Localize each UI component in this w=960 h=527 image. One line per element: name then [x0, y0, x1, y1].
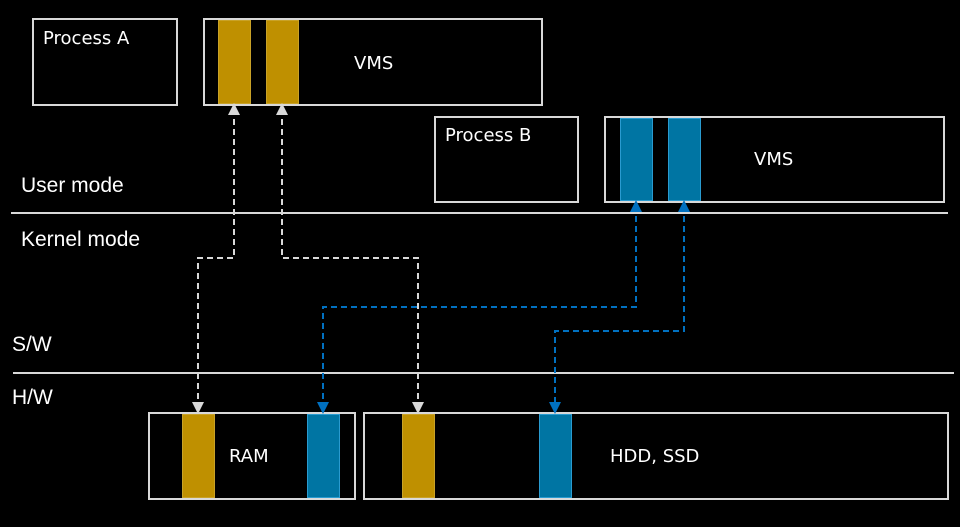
kernel-mode-label: Kernel mode [21, 228, 141, 251]
ram-label: RAM [229, 446, 269, 467]
process-a-vms-box: VMS [203, 18, 543, 106]
storage-label: HDD, SSD [610, 446, 700, 467]
storage-box: HDD, SSD [363, 412, 949, 500]
storage-page-b [539, 414, 572, 498]
link-process-a-page-1-to-ram [192, 103, 240, 414]
link-process-b-page-2-to-storage [549, 200, 690, 414]
process-b-vms-box: VMS [604, 116, 945, 203]
software-label: S/W [12, 333, 52, 356]
link-process-a-page-2-to-storage [276, 103, 424, 414]
process-a-label: Process A [43, 28, 130, 49]
process-b-page-2 [668, 118, 701, 201]
storage-page-a [402, 414, 435, 498]
process-b-vms-label: VMS [754, 149, 794, 170]
hardware-label: H/W [12, 386, 53, 409]
ram-page-b [307, 414, 340, 498]
process-a-page-2 [266, 20, 299, 104]
user-mode-label: User mode [21, 174, 124, 197]
process-a-vms-label: VMS [354, 53, 394, 74]
ram-box: RAM [148, 412, 356, 500]
process-a-box: Process A [32, 18, 178, 106]
process-b-label: Process B [445, 125, 532, 146]
link-process-b-page-1-to-ram [317, 200, 642, 414]
ram-page-a [182, 414, 215, 498]
process-a-page-1 [218, 20, 251, 104]
